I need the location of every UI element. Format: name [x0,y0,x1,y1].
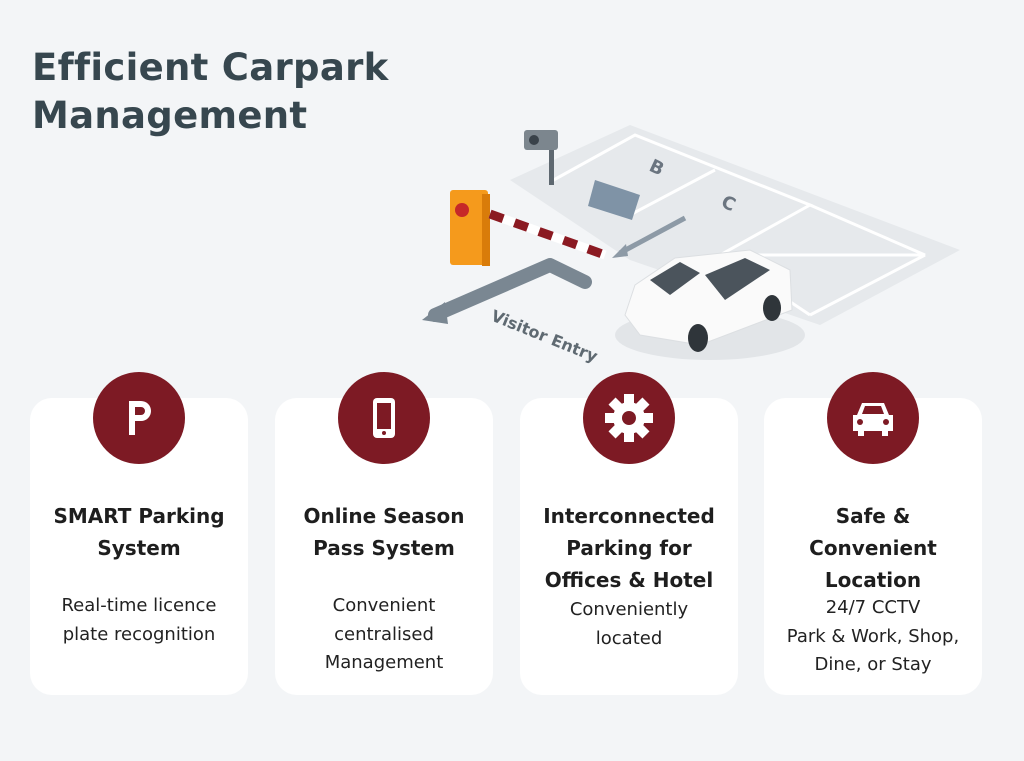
page-title: Efficient Carpark Management [32,46,389,137]
parking-lot-floor [510,125,960,325]
arrow-to-gate [618,215,687,256]
parking-icon [93,372,185,464]
smartphone-icon [338,372,430,464]
card-title: Safe & Convenient Location [809,504,937,592]
feature-card-smart-parking: SMART Parking System Real-time licence p… [30,372,248,695]
exit-arrow [428,258,592,322]
payment-kiosk [588,180,640,220]
card-title: SMART Parking System [53,504,225,560]
card-title: Online Season Pass System [303,504,465,560]
card-body: Real-time licence plate recognition [61,595,217,645]
card-body: Convenient centralised Management [324,595,444,673]
card-title: Interconnected Parking for Offices & Hot… [543,504,715,592]
card-body: Conveniently located [569,599,689,649]
feature-card-safe-location: Safe & Convenient Location 24/7 CCTV Par… [764,372,982,695]
carpark-illustration: B C Visitor Entry [422,125,960,366]
feature-card-interconnected: Interconnected Parking for Offices & Hot… [520,372,738,695]
car-icon [827,372,919,464]
barrier-gate [450,190,607,266]
gear-icon [583,372,675,464]
car-illustration [615,249,805,360]
visitor-entry-label: Visitor Entry [489,306,601,366]
feature-card-season-pass: Online Season Pass System Convenient cen… [275,372,493,695]
card-body: 24/7 CCTV Park & Work, Shop, Dine, or St… [786,597,960,675]
cctv-camera-icon [524,130,558,185]
